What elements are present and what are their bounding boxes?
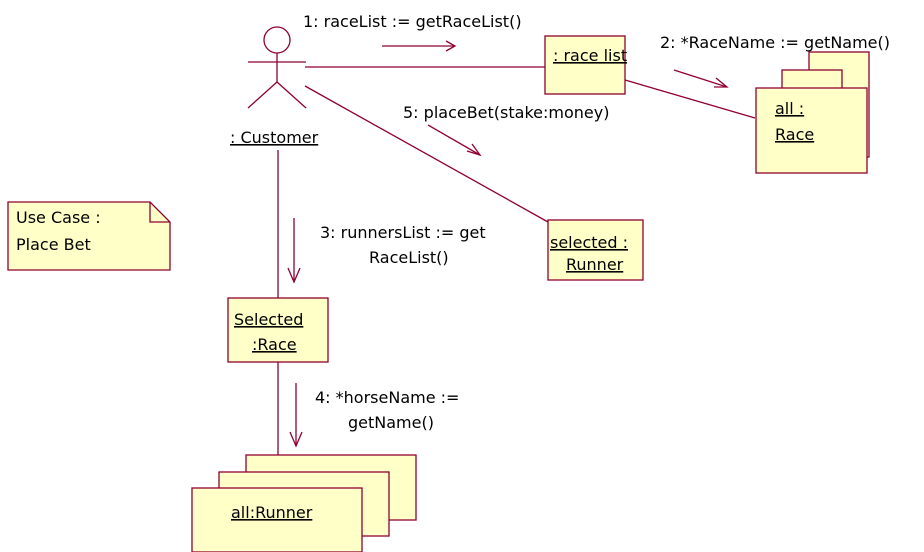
customer-label: : Customer xyxy=(230,128,319,147)
message-2-label: 2: *RaceName := getName() xyxy=(660,33,890,52)
message-1-label: 1: raceList := getRaceList() xyxy=(303,12,522,31)
link-customer-runner xyxy=(304,85,549,223)
use-case-note: Use Case : Place Bet xyxy=(7,201,171,271)
customer-actor xyxy=(247,26,307,109)
message-arrow-4 xyxy=(289,383,303,448)
race-list-object: : race list xyxy=(544,35,627,95)
selected-race-line2: :Race xyxy=(252,335,297,354)
note-line2: Place Bet xyxy=(16,235,91,254)
selected-race-object: Selected :Race xyxy=(227,297,329,363)
selected-runner-line2: Runner xyxy=(566,255,624,274)
message-4-label-line2: getName() xyxy=(348,413,434,432)
message-3-label-line2: RaceList() xyxy=(369,248,449,267)
all-runner-multiobject: all:Runner xyxy=(191,454,417,552)
message-4-label-line1: 4: *horseName := xyxy=(315,388,459,407)
link-racelist-allrace xyxy=(624,79,756,119)
all-race-label-line1: all : xyxy=(775,99,804,118)
all-race-label-line2: Race xyxy=(775,125,814,144)
all-race-multiobject: all : Race xyxy=(755,51,870,174)
message-arrow-1 xyxy=(382,40,457,52)
selected-runner-line1: selected : xyxy=(550,233,628,252)
selected-runner-object: selected : Runner xyxy=(547,219,644,281)
race-list-label: : race list xyxy=(553,46,627,65)
message-5-label: 5: placeBet(stake:money) xyxy=(403,103,609,122)
all-runner-label: all:Runner xyxy=(231,503,313,522)
message-arrow-3 xyxy=(287,218,301,284)
note-line1: Use Case : xyxy=(16,208,101,227)
selected-race-line1: Selected xyxy=(234,310,303,329)
message-arrow-5 xyxy=(427,124,482,157)
message-arrow-2 xyxy=(673,69,729,88)
message-3-label-line1: 3: runnersList := get xyxy=(320,223,486,242)
